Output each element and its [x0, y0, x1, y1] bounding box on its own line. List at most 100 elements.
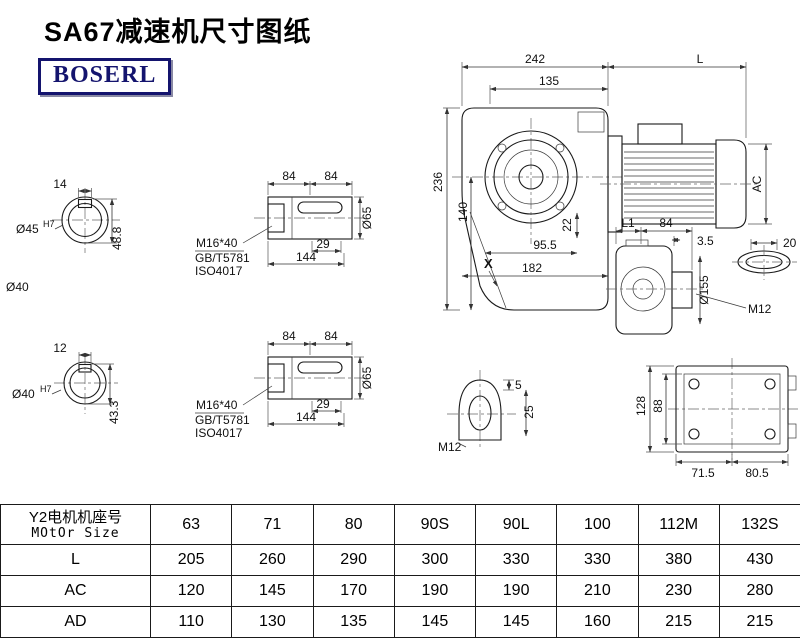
- label-std1: GB/T5781: [195, 251, 250, 265]
- table-cell: 130: [232, 607, 313, 638]
- table-cell: 300: [394, 545, 475, 576]
- table-cell: 280: [719, 576, 800, 607]
- table-cell: 135: [313, 607, 394, 638]
- label-std2: ISO4017: [195, 264, 243, 278]
- gearbox-housing: [462, 108, 608, 310]
- table-cell: 215: [638, 607, 719, 638]
- motor-size-col: 90L: [476, 505, 557, 545]
- dim-84a: 84: [282, 169, 296, 183]
- motor-fins: [624, 152, 714, 218]
- output-hub: [672, 272, 692, 308]
- table-cell: 170: [313, 576, 394, 607]
- header-cn: Y2电机机座号: [1, 509, 150, 526]
- dim-dia65: Ø65: [360, 206, 374, 229]
- table-cell: 160: [557, 607, 638, 638]
- bolt-hole: [765, 379, 775, 389]
- table-header-row: Y2电机机座号 MOtOr Size 63 71 80 90S 90L 100 …: [1, 505, 800, 545]
- dim-dia65: Ø65: [360, 366, 374, 389]
- table-cell: 190: [476, 576, 557, 607]
- label-bolt: M16*40: [196, 398, 238, 412]
- label-m12: M12: [748, 302, 772, 316]
- table-cell: 210: [557, 576, 638, 607]
- dim-5: 5: [515, 378, 522, 392]
- motor-size-col: 80: [313, 505, 394, 545]
- keyway: [298, 362, 342, 373]
- dim-22: 22: [560, 218, 574, 232]
- row-header-L: L: [1, 545, 151, 576]
- table-cell: 380: [638, 545, 719, 576]
- table-row: AC 120 145 170 190 190 210 230 280: [1, 576, 800, 607]
- dim-dia155: Ø155: [697, 275, 711, 305]
- dim-128: 128: [634, 396, 648, 416]
- table-cell: 330: [557, 545, 638, 576]
- table-row: AD 110 130 135 145 145 160 215 215: [1, 607, 800, 638]
- table-cell: 230: [638, 576, 719, 607]
- table-cell: 120: [151, 576, 232, 607]
- main-front-view: 242 L 135 236 140 22 95.5 182 X AC: [431, 52, 772, 310]
- shaft-end-view-2: 12 43.3 Ø40 H7: [12, 341, 121, 424]
- motor-size-col: 71: [232, 505, 313, 545]
- dim-14: 14: [53, 177, 67, 191]
- dim-84b: 84: [324, 329, 338, 343]
- housing-profile: [616, 246, 672, 334]
- technical-drawing: 14 48.8 Ø45 H7 Ø40 12 43.3 Ø40 H7: [0, 0, 800, 504]
- dim-29: 29: [316, 397, 330, 411]
- motor-size-col: 112M: [638, 505, 719, 545]
- dim-20: 20: [783, 236, 797, 250]
- label-bolt: M16*40: [196, 236, 238, 250]
- dim-144: 144: [296, 250, 316, 264]
- header-en: MOtOr Size: [1, 526, 150, 541]
- table-cell: 430: [719, 545, 800, 576]
- terminal-box: [638, 124, 682, 144]
- table-corner-header: Y2电机机座号 MOtOr Size: [1, 505, 151, 545]
- label-std2: ISO4017: [195, 426, 243, 440]
- bottom-mounting-view: 128 88 71.5 80.5: [634, 358, 798, 480]
- table-cell: 190: [394, 576, 475, 607]
- table-cell: 110: [151, 607, 232, 638]
- table-cell: 215: [719, 607, 800, 638]
- table-cell: 330: [476, 545, 557, 576]
- shaft-side-view-1: 84 84 29 144 Ø65 M16*40 GB/T5781 ISO4017: [195, 169, 374, 278]
- bolt-hole: [765, 429, 775, 439]
- label-m12: M12: [438, 440, 462, 454]
- dim-236: 236: [431, 172, 445, 192]
- bolt-hole: [689, 429, 699, 439]
- shaft-end-detail: 5 25 M12: [438, 370, 536, 454]
- dim-80-5: 80.5: [745, 466, 769, 480]
- dim-135: 135: [539, 74, 559, 88]
- bolt-hole: [689, 379, 699, 389]
- dim-48-8: 48.8: [110, 226, 124, 250]
- dim-84: 84: [659, 216, 673, 230]
- table-row: L 205 260 290 300 330 330 380 430: [1, 545, 800, 576]
- dim-182: 182: [522, 261, 542, 275]
- label-dia45: Ø45: [16, 222, 39, 236]
- motor-size-col: 63: [151, 505, 232, 545]
- dim-144: 144: [296, 410, 316, 424]
- dim-242: 242: [525, 52, 545, 66]
- label-dia40: Ø40: [6, 280, 29, 294]
- housing-detail: [578, 112, 604, 132]
- dim-AC: AC: [750, 175, 764, 192]
- dim-12: 12: [53, 341, 67, 355]
- size-table: Y2电机机座号 MOtOr Size 63 71 80 90S 90L 100 …: [0, 504, 800, 638]
- dim-140: 140: [456, 202, 470, 222]
- table-cell: 145: [394, 607, 475, 638]
- dim-88: 88: [651, 399, 665, 413]
- keyway: [298, 202, 342, 213]
- dim-25: 25: [522, 405, 536, 419]
- dim-L: L: [697, 52, 704, 66]
- motor-size-col: 132S: [719, 505, 800, 545]
- dim-3-5: 3.5: [697, 234, 714, 248]
- label-dia40h7: Ø40: [12, 387, 35, 401]
- dim-L1: L1: [621, 216, 635, 230]
- label-x-mark: X: [484, 256, 493, 271]
- label-dia45-tol: H7: [43, 219, 55, 229]
- dim-29: 29: [316, 237, 330, 251]
- dim-84b: 84: [324, 169, 338, 183]
- shaft-side-view-2: 84 84 29 144 Ø65 M16*40 GB/T5781 ISO4017: [195, 329, 374, 440]
- row-header-AD: AD: [1, 607, 151, 638]
- gearbox-side-view: L1 84 3.5 Ø155 M12 20: [606, 216, 797, 334]
- shaft-end-view-1: 14 48.8 Ø45 H7 Ø40: [6, 177, 124, 294]
- motor-size-col: 90S: [394, 505, 475, 545]
- table-cell: 205: [151, 545, 232, 576]
